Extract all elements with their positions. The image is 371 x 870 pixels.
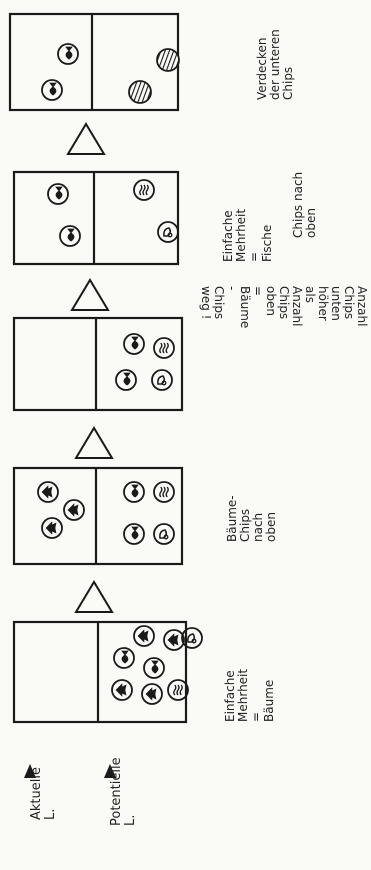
chip-wave-icon: [153, 337, 175, 359]
chip-tree-icon: [63, 499, 85, 521]
stage-3-label: Anzahl Chips unten höher als Anzahl Chip…: [199, 286, 369, 329]
stage-2-label2: Chips nach oben: [291, 171, 318, 238]
chip-leaf-icon: [153, 523, 175, 545]
axis-upper-label: Aktuelle L.: [29, 767, 58, 820]
transition-triangle-icon: [70, 278, 110, 311]
stage-2-label: Einfache Mehrheit = Fische: [221, 208, 274, 262]
chip-fish-icon: [57, 43, 79, 65]
chip-tree-icon: [111, 679, 133, 701]
axis-lower-label: Potentielle L.: [109, 757, 138, 826]
panel-frame: [12, 620, 188, 724]
chip-fish-icon: [113, 647, 135, 669]
panel-frame: [12, 170, 180, 266]
transition-triangle-icon: [66, 122, 106, 155]
chip-wave-icon: [133, 179, 155, 201]
stage-3-panel: [12, 316, 184, 412]
chip-fish-icon: [123, 333, 145, 355]
stage-2-panel: [12, 170, 180, 266]
transition-triangle-icon: [74, 580, 114, 613]
chip-hatched-icon: [128, 80, 152, 104]
stage-panels: [8, 12, 203, 724]
chip-tree-icon: [41, 517, 63, 539]
stage-1-panel: [8, 12, 180, 112]
stage-4-panel: [12, 466, 184, 566]
transition-triangle-icon: [74, 426, 114, 459]
chip-leaf-icon: [181, 627, 203, 649]
chip-leaf-icon: [157, 221, 179, 243]
stage-arrows: [66, 122, 114, 613]
stage-1-label: Verdecken der unteren Chips: [255, 29, 295, 100]
chip-tree-icon: [141, 683, 163, 705]
chip-hatched-icon: [156, 48, 180, 72]
chip-fish-icon: [115, 369, 137, 391]
axis-arrows: [24, 764, 116, 778]
chip-fish-icon: [123, 523, 145, 545]
axis-upper-arrow-icon: [24, 764, 36, 778]
chip-fish-icon: [59, 225, 81, 247]
chip-fish-icon: [47, 183, 69, 205]
chip-leaf-icon: [151, 369, 173, 391]
chip-wave-icon: [153, 481, 175, 503]
chip-tree-icon: [163, 629, 185, 651]
chip-fish-icon: [41, 79, 63, 101]
chip-tree-icon: [133, 625, 155, 647]
stage-5-label: Einfache Mehrheit = Bäume: [223, 668, 276, 722]
chip-wave-icon: [167, 679, 189, 701]
stage-5-panel: [12, 620, 203, 724]
panel-frame: [8, 12, 180, 112]
chip-fish-icon: [123, 481, 145, 503]
panel-frame: [12, 466, 184, 566]
axis-lower-arrow-icon: [104, 764, 116, 778]
panel-frame: [12, 316, 184, 412]
stage-4-label: Bäume- Chips nach oben: [225, 495, 278, 542]
chip-fish-icon: [143, 657, 165, 679]
chip-tree-icon: [37, 481, 59, 503]
